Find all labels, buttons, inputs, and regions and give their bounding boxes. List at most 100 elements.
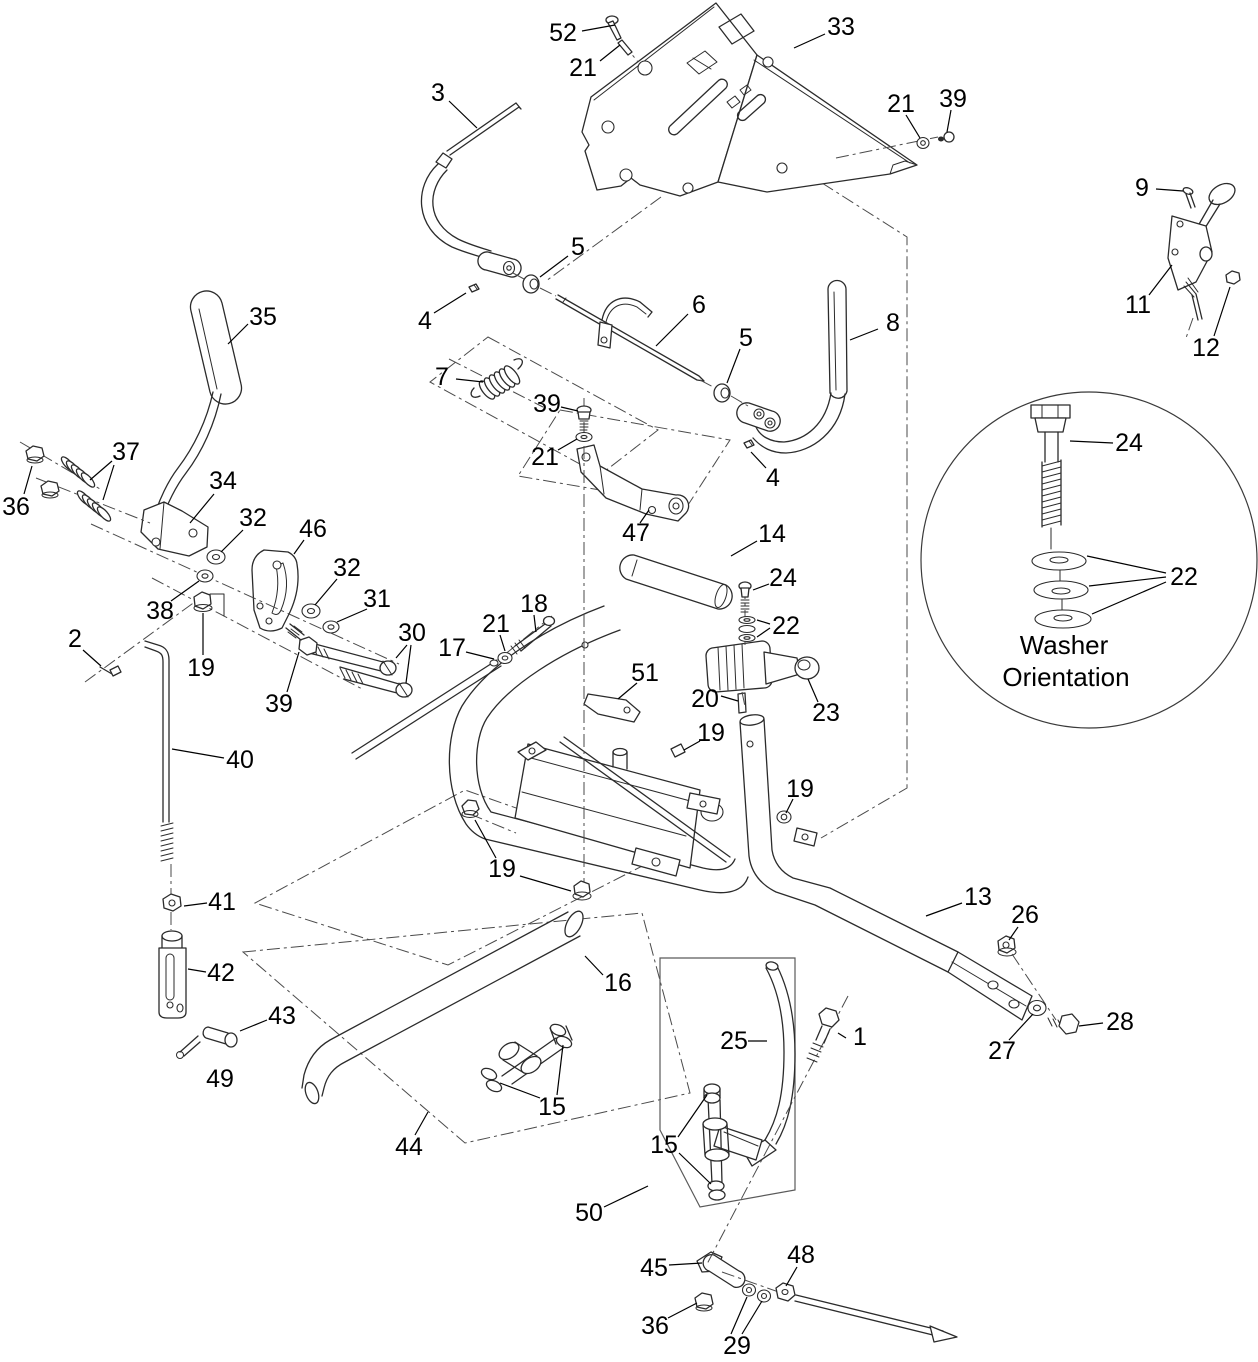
callout-36: 36 [641,1312,669,1340]
leader-line-21 [599,44,621,62]
leader-line-52 [581,24,616,32]
callout-2: 2 [68,625,82,653]
part-6-shift-rod [555,294,705,382]
callout-46: 46 [299,515,327,543]
callout-24: 24 [1115,429,1143,457]
leader-line-23 [807,678,819,703]
leader-line-38 [170,580,200,602]
washer-27 [1027,999,1047,1017]
nut-26 [997,935,1017,957]
part-45-cable-rod [696,1251,958,1343]
bushing-5a [522,274,540,294]
bolt-39c [285,623,318,656]
washer-21c [489,651,513,667]
callout-20: 20 [691,685,719,713]
bushing-5b [713,383,731,403]
leader-line-39 [560,406,579,412]
callout-15: 15 [538,1093,566,1121]
leader-line-1 [837,1032,847,1039]
callout-37: 37 [112,438,140,466]
leader-line-41 [183,902,208,907]
washer-19c [776,810,792,824]
leader-line-22 [756,619,771,625]
leader-line-26 [1008,926,1019,941]
washers-22 [738,615,756,643]
leader-line-11 [1148,264,1173,296]
callout-29: 29 [723,1332,751,1360]
washers-22-detail [1031,551,1092,629]
part-2-cable-end [99,665,122,677]
callout-21: 21 [569,54,597,82]
part-15-link-assembly-right [702,1083,730,1201]
callout-5: 5 [571,233,585,261]
callout-14: 14 [758,520,786,548]
bolt-24-detail [1030,404,1071,550]
callout-40: 40 [226,746,254,774]
callout-50: 50 [575,1199,603,1227]
part-9-11-12-throttle-control [1167,182,1236,321]
spring-37a [60,456,96,488]
leader-line-16 [584,955,604,976]
part-23-20-clamp-lever [705,640,820,714]
washer-21-panel [916,136,930,150]
leader-line-35 [227,323,249,345]
part-50-lever-kit-box [659,957,796,1208]
leader-line-36 [667,1302,698,1319]
leader-line-13 [925,902,963,917]
callout-4: 4 [418,307,432,335]
leader-line-44 [414,1111,429,1136]
callout-49: 49 [206,1065,234,1093]
callout-15: 15 [650,1131,678,1159]
callout-13: 13 [964,883,992,911]
leader-line-27 [1008,1013,1034,1041]
spring-37b [76,490,112,522]
leader-line-19 [474,819,497,859]
nut-36a [25,445,45,464]
leader-line-33 [793,33,826,49]
leader-line-21 [499,634,506,652]
callout-36: 36 [2,493,30,521]
pin-21-top [617,39,633,56]
callout-9: 9 [1135,174,1149,202]
leader-line-22 [1086,555,1167,574]
callout-3: 3 [431,79,445,107]
callout-1: 1 [853,1023,867,1051]
leader-line-19 [785,798,794,814]
callout-22: 22 [1170,563,1198,591]
callout-39: 39 [939,85,967,113]
callout-23: 23 [812,699,840,727]
part-14-grip-tube [619,554,733,610]
part-51-frame-weldment [448,605,818,894]
leader-line-36 [23,465,33,495]
callout-24: 24 [769,564,797,592]
leader-line-34 [189,493,215,524]
rod-17 [351,659,502,760]
nut-36b-left [40,480,60,499]
part-8-handle-grip [736,279,848,454]
spring-7 [470,358,523,400]
leader-line-30 [405,644,412,684]
leader-line-48 [785,1266,798,1287]
part-25-lever [713,961,796,1167]
callout-18: 18 [520,590,548,618]
callout-39: 39 [533,390,561,418]
fasteners [25,15,1241,1312]
leader-line-15 [556,1044,564,1096]
leader-line-43 [239,1019,268,1032]
leader-line-22 [756,627,771,638]
leader-line-29 [730,1296,748,1335]
callout-22: 22 [772,612,800,640]
washer-21b [575,431,593,443]
leader-line-15 [677,1094,708,1138]
callout-17: 17 [438,634,466,662]
leader-line-37 [89,460,113,481]
callout-45: 45 [640,1254,668,1282]
leader-line-2 [82,649,102,667]
leader-line-14 [730,540,758,557]
leader-line-21 [905,114,921,139]
callout-35: 35 [249,303,277,331]
callout-26: 26 [1011,901,1039,929]
part-13-lower-handle-tube [739,714,1033,1021]
